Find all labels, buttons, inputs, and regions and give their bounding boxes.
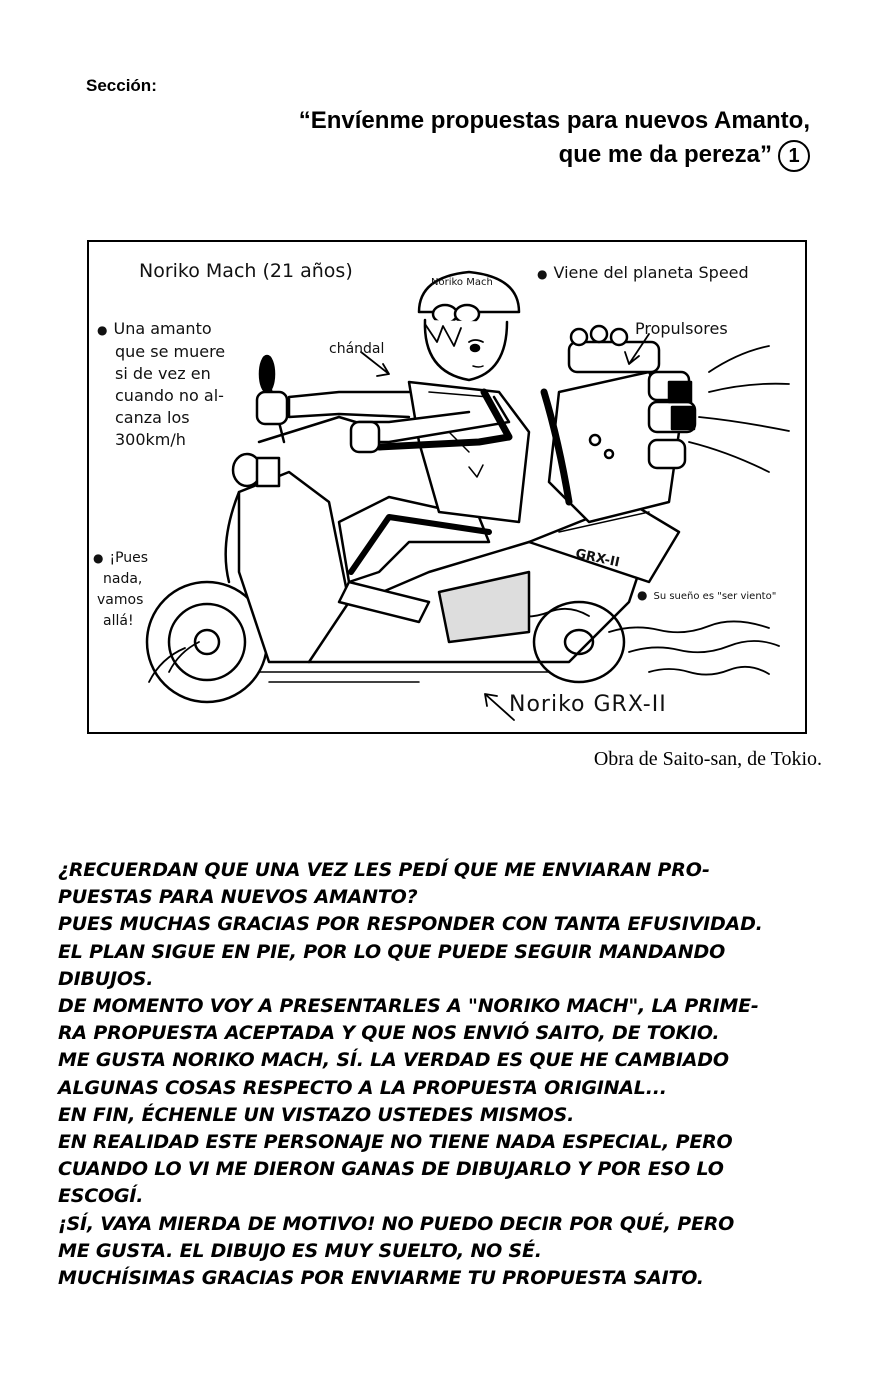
- chandal-label: chándal: [329, 341, 385, 357]
- character-name-label: Noriko Mach (21 años): [139, 260, 353, 282]
- body-line: ¿RECUERDAN QUE UNA VEZ LES PEDÍ QUE ME E…: [58, 859, 710, 881]
- bullet-icon: ●: [537, 267, 548, 281]
- propulsion-engine: [540, 324, 697, 524]
- bullet-icon: ●: [637, 588, 648, 602]
- amanto-note-line: canza los: [115, 408, 190, 427]
- rider-arms: [255, 388, 513, 454]
- amanto-note: ● Una amanto que se muere si de vez en cu…: [97, 318, 225, 451]
- rider-head: [417, 270, 521, 382]
- arrow-chandal: [360, 351, 390, 377]
- body-line: RA PROPUESTA ACEPTADA Y QUE NOS ENVIÓ SA…: [58, 1022, 720, 1045]
- speed-lines: [148, 345, 790, 683]
- amanto-note-line: 300km/h: [115, 430, 186, 449]
- body-text: ¿RECUERDAN QUE UNA VEZ LES PEDÍ QUE ME E…: [58, 857, 828, 1292]
- pues-note-line: ¡Pues: [109, 550, 149, 566]
- pues-note: ● ¡Pues nada, vamos allá!: [93, 548, 148, 632]
- body-line: ME GUSTA NORIKO MACH, SÍ. LA VERDAD ES Q…: [58, 1049, 729, 1072]
- body-line: ME GUSTA. EL DIBUJO ES MUY SUELTO, NO SÉ…: [58, 1239, 542, 1262]
- body-line: EN REALIDAD ESTE PERSONAJE NO TIENE NADA…: [58, 1131, 733, 1154]
- planet-note-text: Viene del planeta Speed: [553, 263, 749, 282]
- body-line: PUES MUCHAS GRACIAS POR RESPONDER CON TA…: [58, 913, 763, 936]
- body-line: DIBUJOS.: [58, 967, 154, 990]
- helmet-text: Noriko Mach: [431, 277, 493, 288]
- pues-note-line: vamos: [97, 592, 144, 608]
- arrow-propulsores: [624, 333, 650, 365]
- body-line: DE MOMENTO VOY A PRESENTARLES A "NORIKO …: [58, 995, 759, 1018]
- body-line: MUCHÍSIMAS GRACIAS POR ENVIARME TU PROPU…: [58, 1267, 704, 1290]
- headlight: [231, 452, 281, 488]
- section-label: Sección:: [86, 76, 157, 95]
- vehicle-label: Noriko GRX-II: [509, 692, 667, 717]
- body-line: EL PLAN SIGUE EN PIE, POR LO QUE PUEDE S…: [58, 940, 726, 963]
- body-line: ¡SÍ, VAYA MIERDA DE MOTIVO! NO PUEDO DEC…: [58, 1212, 735, 1235]
- body-line: EN FIN, ÉCHENLE UN VISTAZO USTEDES MISMO…: [58, 1103, 575, 1126]
- title-number-badge: 1: [778, 139, 810, 172]
- scooter-body: [224, 470, 681, 683]
- rider-torso: [407, 380, 531, 524]
- amanto-note-line: Una amanto: [113, 319, 212, 338]
- title-line-2-wrap: que me da pereza”1: [110, 138, 810, 172]
- bullet-icon: ●: [97, 323, 108, 337]
- dream-note: ● Su sueño es "ser viento": [637, 588, 776, 604]
- propulsores-label: Propulsores: [635, 319, 728, 338]
- rear-wheel: [532, 600, 626, 684]
- pues-note-line: allá!: [103, 613, 134, 629]
- amanto-note-line: que se muere: [115, 342, 226, 361]
- bullet-icon: ●: [93, 551, 104, 565]
- arrow-vehicle: [484, 693, 515, 721]
- amanto-note-line: cuando no al-: [115, 386, 224, 405]
- rider-legs: [337, 495, 492, 624]
- illustration-frame: Noriko Mach (21 años) Noriko Mach ● Viene…: [87, 240, 807, 734]
- scooter-drawing: [145, 270, 790, 721]
- title-line-1: “Envíenme propuestas para nuevos Amanto,: [298, 107, 810, 134]
- amanto-note-line: si de vez en: [115, 364, 211, 383]
- body-line: ALGUNAS COSAS RESPECTO A LA PROPUESTA OR…: [58, 1076, 667, 1099]
- body-line: CUANDO LO VI ME DIERON GANAS DE DIBUJARL…: [58, 1158, 724, 1181]
- page-title: “Envíenme propuestas para nuevos Amanto,…: [110, 104, 810, 172]
- body-line: PUESTAS PARA NUEVOS AMANTO?: [58, 886, 418, 909]
- planet-note: ● Viene del planeta Speed: [537, 262, 749, 285]
- body-line: ESCOGÍ.: [58, 1185, 144, 1208]
- art-credit: Obra de Saito-san, de Tokio.: [593, 748, 822, 770]
- title-line-2: que me da pereza”: [558, 141, 772, 168]
- pues-note-line: nada,: [103, 571, 143, 587]
- dream-note-text: Su sueño es "ser viento": [653, 591, 777, 602]
